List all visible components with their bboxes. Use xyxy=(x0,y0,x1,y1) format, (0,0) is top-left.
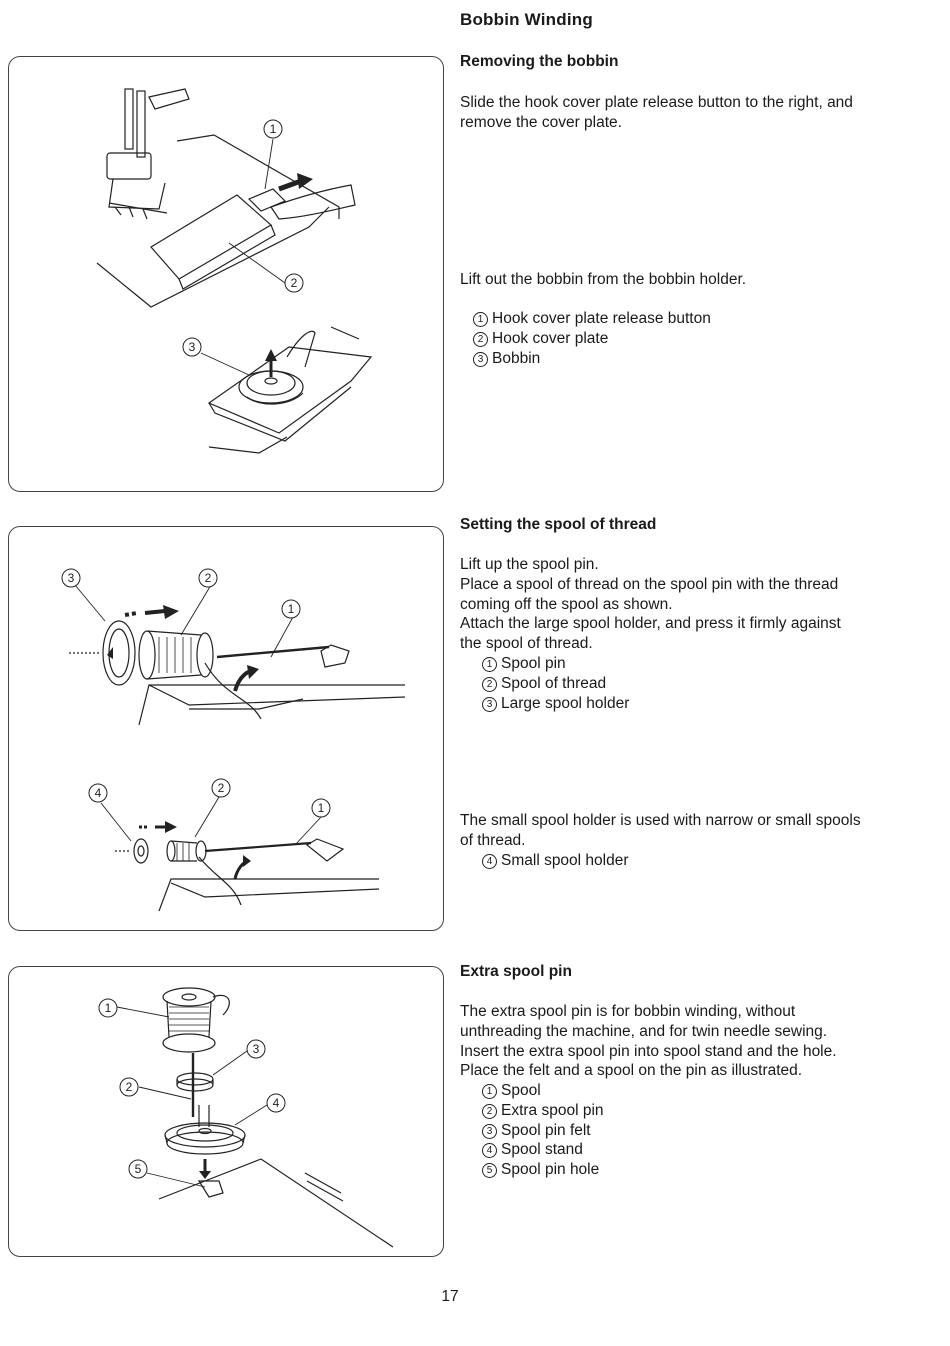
paragraph-extra-spool-pin: The extra spool pin is for bobbin windin… xyxy=(460,1003,837,1080)
svg-text:1: 1 xyxy=(318,801,325,815)
svg-text:1: 1 xyxy=(288,602,295,616)
svg-text:2: 2 xyxy=(291,276,298,290)
paragraph-lift-bobbin: Lift out the bobbin from the bobbin hold… xyxy=(460,271,747,288)
callout-1: 1 xyxy=(263,119,283,139)
callout-1: 1 xyxy=(311,798,331,818)
bobbin-removal-illustration xyxy=(96,88,373,454)
paragraph-small-spool-holder: The small spool holder is used with narr… xyxy=(460,812,861,849)
svg-text:1: 1 xyxy=(270,122,277,136)
callout-2: 2 xyxy=(211,778,231,798)
paragraph-setting-spool: Lift up the spool pin. Place a spool of … xyxy=(460,556,841,653)
callout-2: 2 xyxy=(198,568,218,588)
svg-text:2: 2 xyxy=(218,781,225,795)
callout-1: 1 xyxy=(281,599,301,619)
callout-4: 4 xyxy=(88,783,108,803)
svg-text:4: 4 xyxy=(95,786,102,800)
callout-4: 4 xyxy=(266,1093,286,1113)
svg-text:4: 4 xyxy=(273,1096,280,1110)
callout-3: 3 xyxy=(182,337,202,357)
figure-removing-bobbin: 1 2 3 xyxy=(8,56,444,492)
figure-callouts: 3 2 1 4 2 1 xyxy=(61,568,331,818)
svg-text:3: 3 xyxy=(68,571,75,585)
page-number: 17 xyxy=(441,1288,459,1305)
spool-setting-illustration xyxy=(69,584,406,912)
page-title: Bobbin Winding xyxy=(460,10,593,29)
paragraph-slide-cover: Slide the hook cover plate release butto… xyxy=(460,94,853,131)
callout-1: 1 xyxy=(98,998,118,1018)
figure-callouts: 1 2 3 xyxy=(182,119,304,357)
callout-3: 3 xyxy=(246,1039,266,1059)
svg-text:2: 2 xyxy=(126,1080,133,1094)
callout-3: 3 xyxy=(61,568,81,588)
figure-extra-spool-pin: 1 3 2 4 5 xyxy=(8,966,444,1257)
svg-text:2: 2 xyxy=(205,571,212,585)
section-heading-setting-spool: Setting the spool of thread xyxy=(460,516,657,533)
svg-text:1: 1 xyxy=(105,1001,112,1015)
callout-5: 5 xyxy=(128,1159,148,1179)
svg-text:3: 3 xyxy=(189,340,196,354)
figure-setting-spool: 3 2 1 4 2 1 xyxy=(8,526,444,931)
svg-text:5: 5 xyxy=(135,1162,142,1176)
section-heading-extra-spool-pin: Extra spool pin xyxy=(460,963,572,980)
extra-spool-pin-illustration xyxy=(116,987,394,1248)
svg-text:3: 3 xyxy=(253,1042,260,1056)
section-heading-removing-bobbin: Removing the bobbin xyxy=(460,53,619,70)
callout-2: 2 xyxy=(284,273,304,293)
figure-callouts: 1 3 2 4 5 xyxy=(98,998,286,1179)
callout-2: 2 xyxy=(119,1077,139,1097)
